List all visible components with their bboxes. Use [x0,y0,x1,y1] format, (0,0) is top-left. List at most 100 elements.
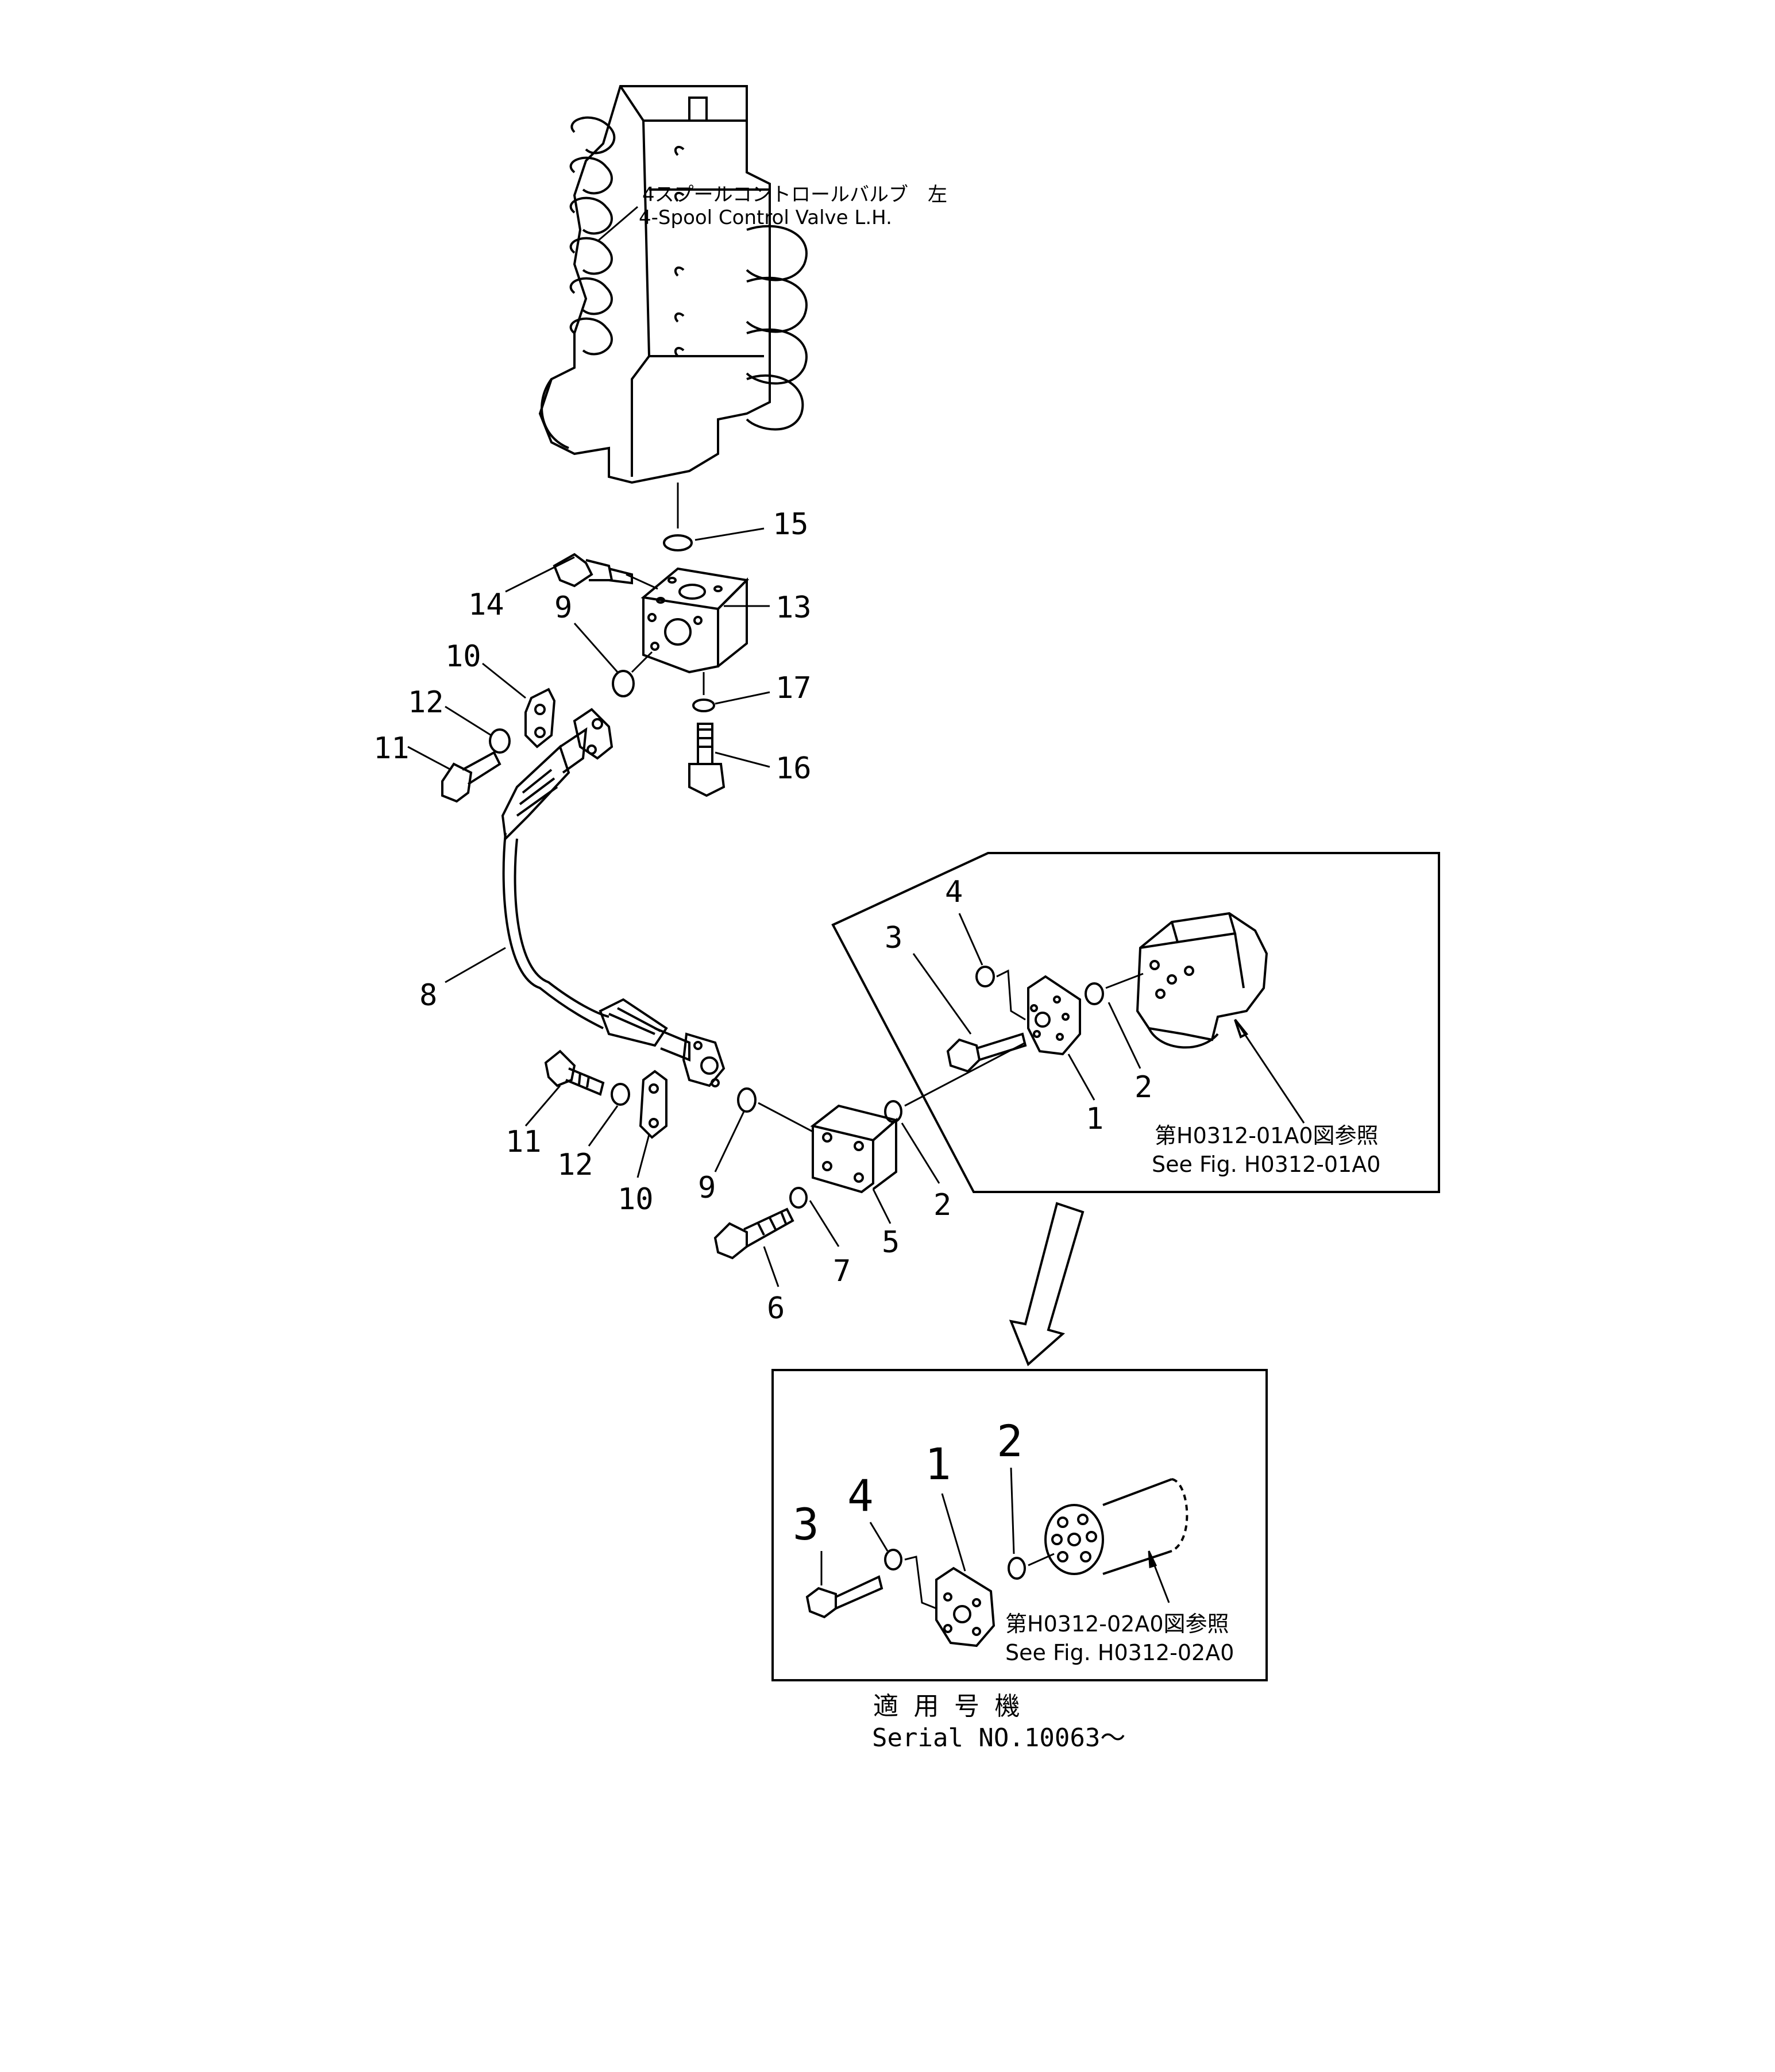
leader-10-lower [636,1134,650,1178]
ref-box-2-en: See Fig. H0312-02A0 [1005,1640,1234,1665]
leader-2-main [901,1122,940,1184]
arrowhead-ref2 [1148,1550,1157,1568]
leader-8 [445,947,506,983]
callout-2-ref2: 2 [997,1415,1023,1467]
washer-12-upper [489,728,511,754]
leader-1-ref2 [941,1493,966,1572]
centerline-4-ref1 [996,969,1026,1021]
callout-10-upper: 10 [445,639,481,674]
bolt-3-ref1 [946,1032,1027,1073]
oring-2-ref2 [1008,1557,1026,1580]
leader-4-ref2 [869,1522,889,1552]
leader-16 [715,751,770,768]
leader-11-lower [524,1085,561,1126]
callout-15: 15 [773,507,809,542]
control-valve-drawing [538,85,808,484]
callout-12-lower: 12 [557,1148,593,1182]
fitting-14 [553,553,633,588]
block-13 [640,567,750,674]
callout-11-lower: 11 [506,1125,542,1159]
leader-1-ref1 [1067,1054,1095,1101]
centerline-9-lower [758,1102,813,1133]
oring-2-ref1 [1085,982,1104,1005]
motor-housing-ref1 [1136,912,1268,1049]
valve-note-jp: 4スプールコントロールバルブ 左 [642,183,947,206]
callout-14: 14 [468,588,504,622]
callout-2-ref1: 2 [1135,1070,1152,1105]
oring-2-main [884,1100,902,1123]
centerline-4-ref2 [904,1556,937,1610]
bolt-3-ref2 [805,1575,883,1619]
washer-17 [692,699,715,712]
leader-2-ref1 [1108,1002,1141,1069]
ref-box-1: 3 4 1 2 [831,852,1440,1193]
leader-4-ref1 [958,913,983,966]
callout-9-lower: 9 [698,1171,716,1205]
leader-6 [763,1246,780,1287]
callout-16: 16 [775,751,812,786]
callout-1-ref2: 1 [925,1438,951,1490]
callout-4-ref1: 4 [945,875,963,909]
bolt-6 [713,1207,794,1260]
flange-1-ref2 [935,1566,995,1647]
leader-11-upper [407,746,452,771]
callout-7: 7 [833,1254,851,1288]
arrowhead-ref1 [1234,1018,1249,1039]
serial-en: Serial NO.10063〜 [872,1723,1125,1753]
ref-box-2: 3 4 1 2 [771,1369,1268,1681]
block-5 [810,1104,899,1194]
centerline-14 [626,573,658,590]
washer-12-lower [611,1083,630,1106]
callout-4-ref2: 4 [847,1470,874,1521]
callout-17: 17 [775,671,812,705]
leader-7 [809,1200,840,1247]
valve-note-leader [597,206,638,242]
leader-10-upper [482,662,526,699]
oring-15 [663,534,693,551]
callout-2-main: 2 [933,1188,951,1222]
centerline-9-upper [631,651,653,673]
washer-4-ref1 [975,966,995,987]
washer-4-ref2 [884,1549,902,1571]
centerline-2-ref1 [1105,973,1144,989]
oring-9-lower [737,1087,757,1113]
leader-2-ref2 [1010,1467,1015,1554]
bolt-16 [688,723,726,797]
callout-9-upper: 9 [554,591,572,625]
callout-11-upper: 11 [373,731,410,766]
ref-box-1-en: See Fig. H0312-01A0 [1152,1152,1380,1177]
clamp-10-upper [524,688,556,748]
leader-3-ref1 [912,953,972,1035]
callout-8: 8 [419,978,437,1013]
callout-6: 6 [767,1291,785,1326]
callout-3-ref2: 3 [793,1499,819,1550]
oring-9-upper [612,670,635,697]
callout-12-upper: 12 [408,685,444,720]
motor-cylinder-ref2 [1044,1478,1189,1575]
flange-1-ref1 [1027,975,1081,1056]
callout-3-ref1: 3 [885,921,902,955]
washer-7 [789,1187,808,1209]
leader-5 [872,1189,892,1224]
leader-ref1-arrow [1234,1019,1305,1124]
clamp-10-lower [639,1070,667,1139]
leader-15 [694,527,765,541]
leader-12-lower [588,1105,619,1147]
ref-box-1-jp: 第H0312-01A0図参照 [1155,1123,1379,1148]
bolt-11-upper [441,751,501,803]
callout-13: 13 [775,591,812,625]
callout-5: 5 [882,1225,900,1260]
hose-8 [501,708,726,1087]
leader-9-lower [714,1111,745,1172]
leader-14 [505,556,575,593]
centerline-2-main [904,1041,1026,1107]
valve-note-en: 4-Spool Control Valve L.H. [639,206,892,229]
bolt-11-lower [544,1049,605,1096]
leader-17 [715,691,770,705]
callout-1-ref1: 1 [1086,1102,1103,1136]
leader-12-upper [445,705,492,736]
callout-10-lower: 10 [618,1182,654,1217]
leader-9-upper [573,623,619,673]
ref-box-2-jp: 第H0312-02A0図参照 [1005,1611,1229,1637]
